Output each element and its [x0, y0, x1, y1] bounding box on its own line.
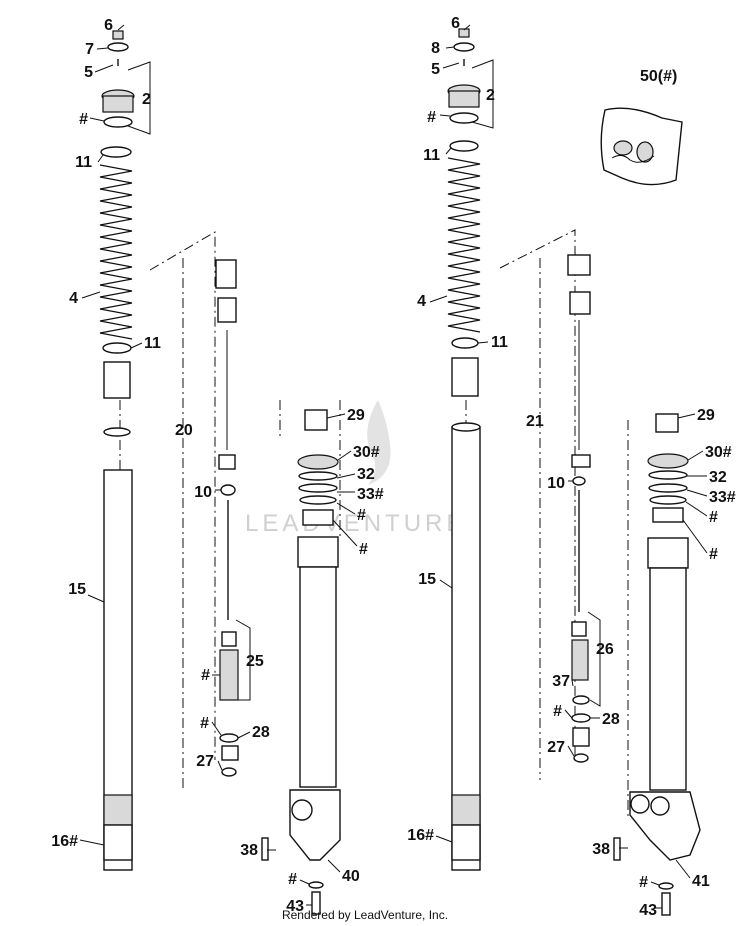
right-part-10 [572, 476, 586, 486]
callout-7: 7 [85, 41, 94, 58]
callout-10: 10 [194, 484, 212, 501]
left-washer [308, 881, 324, 889]
callout-6: 6 [104, 17, 113, 34]
callout-10: 10 [547, 475, 565, 492]
right-spacer-tube [451, 357, 479, 397]
callout-50: 50(#) [640, 68, 677, 85]
callout-26: 26 [596, 641, 614, 658]
callout-4: 4 [69, 290, 78, 307]
left-outer-slider [289, 409, 341, 861]
callout-2: 2 [142, 91, 151, 108]
callout-16: 16# [407, 827, 434, 844]
callout-30: 30# [353, 444, 380, 461]
right-inner-tube-bushing [451, 824, 481, 861]
left-bolt-43 [311, 891, 321, 915]
callout-11: 11 [144, 335, 161, 352]
callout-32: 32 [709, 469, 727, 486]
right-fork-cap [447, 84, 481, 124]
right-callouts: 6 8 5 2 # 11 4 11 21 15 10 26 37 # 28 27… [407, 15, 736, 919]
right-bolt-38 [613, 837, 621, 861]
callout-4: 4 [417, 293, 426, 310]
callout-28: 28 [252, 724, 270, 741]
callout-hash: # [357, 507, 366, 524]
right-fork [429, 24, 708, 916]
left-spring [99, 164, 133, 340]
callout-21: 21 [526, 413, 544, 430]
left-valve-assembly [219, 631, 239, 777]
left-part-10 [220, 484, 236, 496]
callout-11: 11 [75, 154, 92, 171]
decal-group: 50(#) [600, 68, 683, 186]
callout-hash: # [639, 874, 648, 891]
left-damper-top [215, 259, 237, 289]
callout-27: 27 [196, 753, 214, 770]
callout-15: 15 [68, 581, 86, 598]
right-outer-slider [629, 413, 701, 861]
rendered-by-footer: Rendered by LeadVenture, Inc. [282, 908, 448, 922]
callout-hash: # [709, 546, 718, 563]
callout-27: 27 [547, 739, 565, 756]
callout-41: 41 [692, 873, 710, 890]
callout-5: 5 [84, 64, 93, 81]
callout-29: 29 [347, 407, 365, 424]
left-inner-tube-bushing [103, 824, 133, 861]
callout-hash: # [709, 509, 718, 526]
callout-hash: # [200, 715, 209, 732]
left-spacer-tube [103, 361, 131, 399]
right-adjuster-knob [453, 28, 475, 52]
left-spacer-mid [102, 342, 132, 354]
callout-43: 43 [286, 898, 304, 915]
left-callouts: 6 7 5 2 # 11 4 11 20 15 10 25 # # 28 27 … [51, 17, 384, 915]
callout-28: 28 [602, 711, 620, 728]
left-spacer-top [100, 146, 132, 158]
callout-15: 15 [418, 571, 436, 588]
callout-8: 8 [431, 40, 440, 57]
callout-11: 11 [423, 147, 440, 164]
left-adjuster-knob [107, 30, 129, 52]
callout-hash: # [359, 541, 368, 558]
callout-hash: # [201, 667, 210, 684]
callout-43: 43 [639, 902, 657, 919]
callout-hash: # [288, 871, 297, 888]
callout-32: 32 [357, 466, 375, 483]
callout-hash: # [79, 111, 88, 128]
left-fork [79, 24, 358, 915]
right-bolt-43 [661, 892, 671, 916]
right-washer [658, 882, 674, 890]
callout-5: 5 [431, 61, 440, 78]
right-spacer-top [449, 140, 479, 152]
watermark: LEADVENTURE [245, 400, 466, 537]
callout-2: 2 [486, 87, 495, 104]
callout-20: 20 [175, 422, 193, 439]
left-fork-cap [101, 89, 135, 128]
right-spacer-mid [451, 337, 479, 349]
callout-33: 33# [709, 489, 736, 506]
right-damper-top [567, 254, 591, 276]
left-bolt-38 [261, 837, 269, 861]
callout-38: 38 [592, 841, 610, 858]
callout-16: 16# [51, 833, 78, 850]
watermark-text: LEADVENTURE [245, 510, 466, 537]
callout-6: 6 [451, 15, 460, 32]
right-valve-assembly [571, 621, 591, 763]
callout-hash: # [427, 109, 436, 126]
right-spring [447, 157, 481, 333]
callout-37: 37 [552, 673, 570, 690]
callout-40: 40 [342, 868, 360, 885]
callout-38: 38 [240, 842, 258, 859]
callout-33: 33# [357, 486, 384, 503]
callout-hash: # [553, 703, 562, 720]
callout-11: 11 [491, 334, 508, 351]
callout-30: 30# [705, 444, 732, 461]
callout-29: 29 [697, 407, 715, 424]
callout-25: 25 [246, 653, 264, 670]
decal-graphic [611, 140, 655, 163]
